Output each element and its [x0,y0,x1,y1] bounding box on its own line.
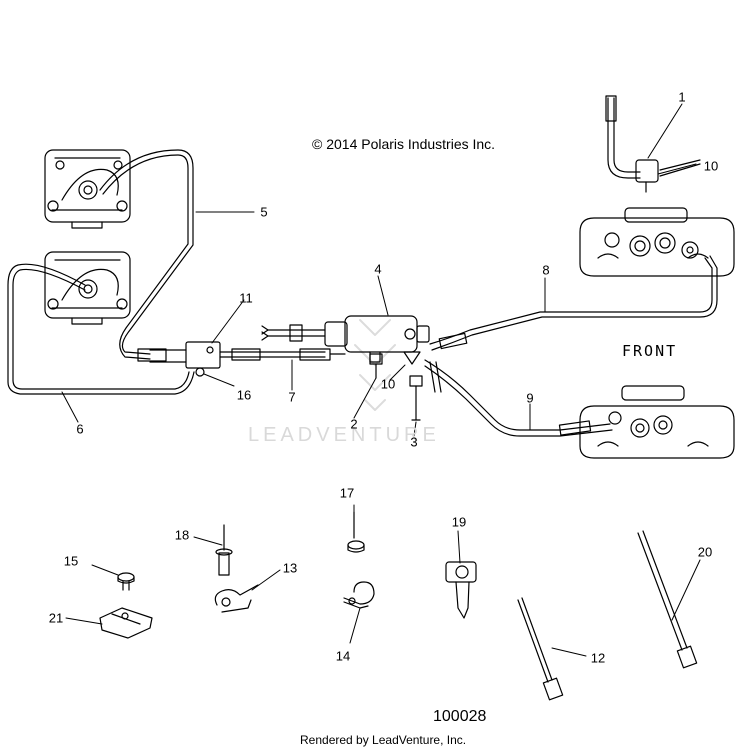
watermark-logo [355,320,395,410]
bolt-3 [410,376,422,420]
bolt-2 [370,354,382,378]
callout-9: 9 [526,390,534,406]
front-caliper-upper [580,208,734,276]
callout-8: 8 [542,262,550,278]
callout-19: 19 [451,514,467,530]
clip-21 [100,608,152,638]
callout-20: 20 [697,544,713,560]
diagram-id: 100028 [433,708,487,725]
callout-1: 1 [678,89,686,105]
callout-15: 15 [63,553,79,569]
rear-caliper-upper [45,150,130,228]
callout-12: 12 [590,650,606,666]
callout-10-b: 10 [380,376,396,392]
brake-line-5 [100,150,193,359]
copyright-text: © 2014 Polaris Industries Inc. [312,136,496,152]
junction-block-11 [138,342,220,376]
leader-lines [62,104,700,656]
callout-18: 18 [174,527,190,543]
callout-6: 6 [76,421,84,437]
callout-2: 2 [350,416,358,432]
callout-5: 5 [260,204,268,220]
cable-tie-20 [638,531,697,668]
screw-15 [118,573,134,590]
screw-17 [348,512,364,552]
brake-line-8 [430,256,717,350]
callout-11: 11 [239,290,253,306]
callout-10-a: 10 [703,158,719,174]
front-line-1 [606,96,700,192]
front-caliper-lower [580,386,734,458]
callout-3: 3 [410,434,418,450]
callout-14: 14 [335,648,351,664]
p-clamp-13 [215,585,258,612]
callout-16: 16 [236,387,252,403]
watermark-text: LEADVENTURE [248,424,440,446]
rendered-by-text: Rendered by LeadVenture, Inc. [300,733,467,747]
rivet-18 [216,525,232,575]
callout-4: 4 [374,261,382,277]
callout-13: 13 [282,560,298,576]
p-clamp-14 [344,582,374,608]
brake-line-6 [8,264,194,394]
grommet-19 [446,562,476,618]
callout-7: 7 [288,389,296,405]
brake-line-7 [220,349,345,360]
brake-line-9 [425,360,612,436]
cable-tie-12 [518,598,563,700]
callout-17: 17 [339,485,355,501]
rear-caliper-lower [45,252,130,324]
front-label: FRONT [622,342,678,360]
callout-21: 21 [48,610,64,626]
